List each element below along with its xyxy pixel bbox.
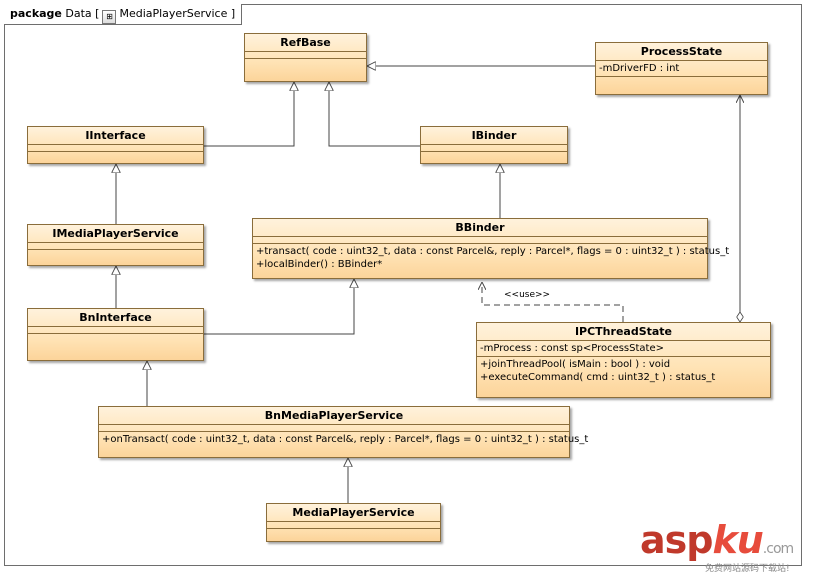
attributes-compartment (28, 144, 203, 151)
attribute: -mProcess : const sp<ProcessState> (480, 343, 664, 354)
operations-compartment (421, 151, 567, 158)
class-iinterface[interactable]: IInterface (27, 126, 204, 164)
operation: +onTransact( code : uint32_t, data : con… (102, 434, 589, 445)
class-bnmediaplayerservice[interactable]: BnMediaPlayerService +onTransact( code :… (98, 406, 589, 458)
operations-compartment (267, 528, 440, 535)
watermark-ku: ku (712, 518, 763, 562)
edge-iinterface-refbase (204, 82, 294, 147)
attributes-compartment (421, 144, 567, 151)
attributes-compartment: -mDriverFD : int (596, 60, 767, 76)
attributes-compartment (245, 51, 366, 58)
class-mediaplayerservice[interactable]: MediaPlayerService (266, 503, 441, 542)
edge-ibinder-refbase (329, 82, 420, 147)
watermark-com: .com (762, 541, 794, 557)
watermark-subtitle: 免费网站源码下载站! (705, 564, 790, 574)
use-stereotype: <<use>> (504, 290, 551, 300)
class-name: RefBase (280, 36, 331, 49)
class-name: IInterface (85, 129, 146, 142)
attribute: -mDriverFD : int (599, 63, 680, 74)
operation: +joinThreadPool( isMain : bool ) : void (480, 359, 671, 370)
class-name: IPCThreadState (574, 325, 673, 338)
class-name: IBinder (471, 129, 517, 142)
watermark-main: asp (640, 518, 713, 562)
operations-compartment (28, 151, 203, 158)
package-keyword: package (10, 7, 62, 20)
operation: +transact( code : uint32_t, data : const… (256, 246, 730, 257)
package-name: Data (65, 7, 92, 20)
diagram-name: MediaPlayerService (119, 7, 228, 20)
class-imediaplayerservice[interactable]: IMediaPlayerService (27, 224, 204, 266)
class-name: MediaPlayerService (292, 506, 415, 519)
attributes-compartment (253, 236, 707, 243)
edge-ipcthreadstate-bbinder-use (482, 282, 624, 322)
class-ipcthreadstate[interactable]: IPCThreadState -mProcess : const sp<Proc… (476, 322, 771, 398)
watermark-logo: aspku.com (640, 518, 794, 562)
operations-compartment (245, 58, 366, 65)
attributes-compartment (28, 326, 203, 333)
class-refbase[interactable]: RefBase (244, 33, 367, 82)
class-ibinder[interactable]: IBinder (420, 126, 568, 164)
operations-compartment (28, 333, 203, 340)
class-bninterface[interactable]: BnInterface (27, 308, 204, 361)
class-name: IMediaPlayerService (52, 227, 179, 240)
operations-compartment: +onTransact( code : uint32_t, data : con… (99, 431, 589, 447)
class-name: BBinder (455, 221, 505, 234)
class-processstate[interactable]: ProcessState -mDriverFD : int (595, 42, 768, 95)
attributes-compartment: -mProcess : const sp<ProcessState> (477, 340, 770, 356)
attributes-compartment (267, 521, 440, 528)
class-bbinder[interactable]: BBinder +transact( code : uint32_t, data… (252, 218, 730, 279)
class-name: ProcessState (640, 45, 723, 58)
operations-compartment: +joinThreadPool( isMain : bool ) : void … (477, 356, 770, 385)
operation: +localBinder() : BBinder* (256, 259, 383, 270)
class-diagram-icon: ⊞ (102, 10, 117, 24)
edge-bninterface-bbinder (204, 279, 354, 335)
diagram-frame (4, 4, 802, 566)
operations-compartment: +transact( code : uint32_t, data : const… (253, 243, 730, 272)
open-bracket: [ (95, 7, 100, 20)
attributes-compartment (99, 424, 569, 431)
operations-compartment (28, 249, 203, 256)
package-tab: package Data [⊞MediaPlayerService ] (4, 4, 243, 25)
operations-compartment (596, 76, 767, 83)
class-name: BnInterface (79, 311, 152, 324)
class-name: BnMediaPlayerService (264, 409, 404, 422)
operation: +executeCommand( cmd : uint32_t ) : stat… (480, 372, 716, 383)
close-bracket: ] (230, 7, 236, 20)
attributes-compartment (28, 242, 203, 249)
